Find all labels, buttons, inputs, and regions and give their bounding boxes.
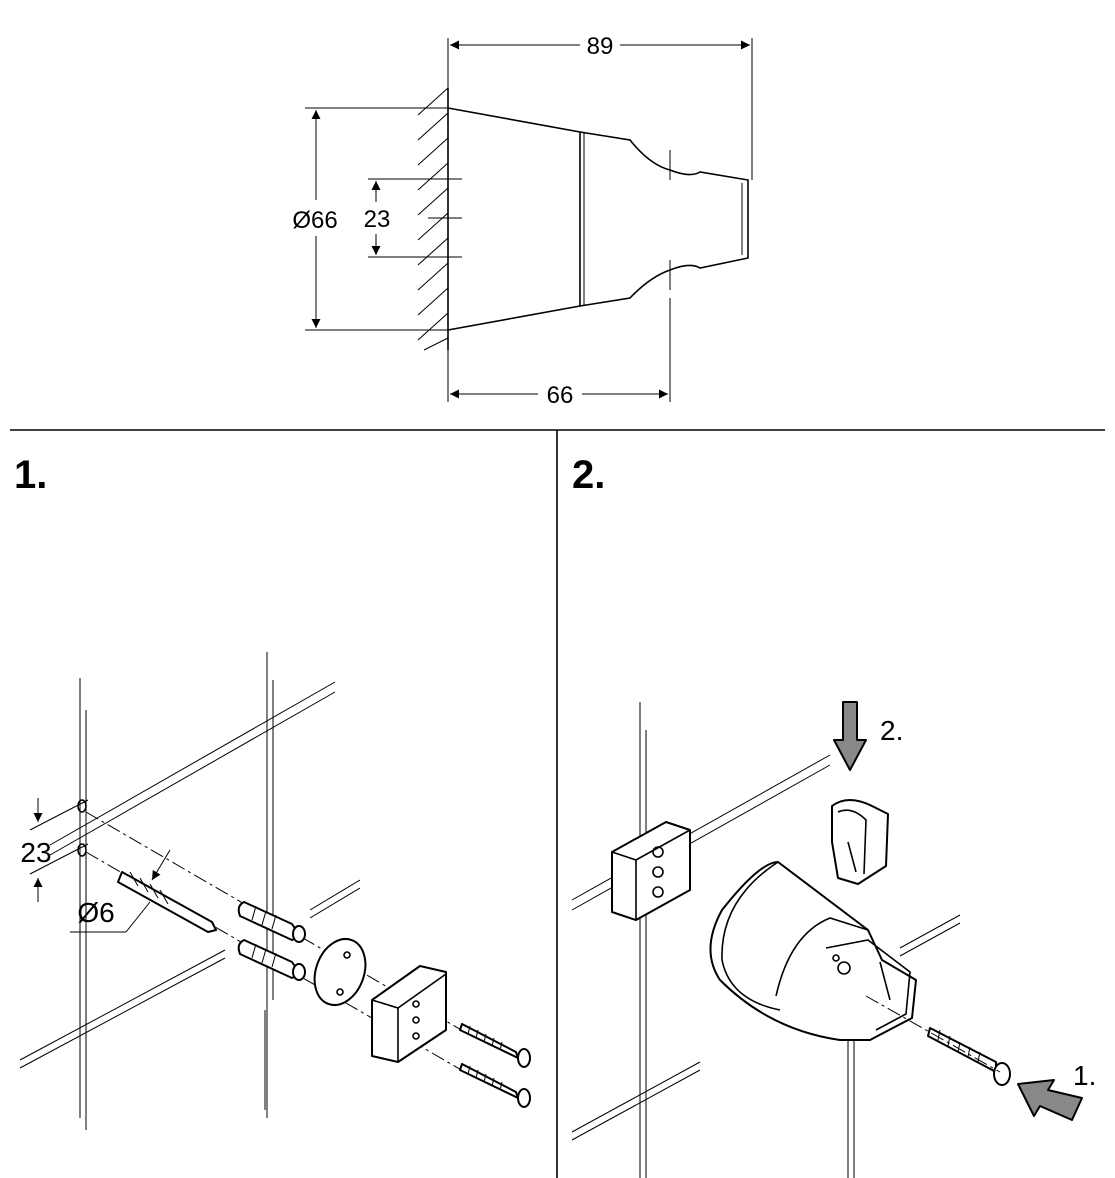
step-1-label: 1. bbox=[14, 453, 47, 497]
dim-total-width: 89 bbox=[587, 33, 614, 60]
step-2-label: 2. bbox=[572, 453, 605, 497]
arrow-side-label: 1. bbox=[1073, 1060, 1096, 1091]
wall-hatching bbox=[417, 87, 449, 351]
mounting-plate bbox=[371, 965, 447, 1063]
dim-hole-spacing: 23 bbox=[364, 206, 391, 233]
fixing-screw bbox=[927, 1027, 1011, 1086]
hole-centerlines bbox=[368, 178, 462, 258]
wall-holder-body bbox=[709, 861, 917, 1041]
handshower-clip bbox=[831, 799, 889, 885]
holder-profile bbox=[447, 107, 749, 331]
tile-grid bbox=[19, 652, 361, 1130]
drill-diameter-label: Ø6 bbox=[77, 897, 114, 928]
panel-frame bbox=[10, 429, 1105, 1178]
wall-plug-bottom bbox=[237, 939, 306, 981]
wall-plug-top bbox=[237, 901, 306, 943]
step-1-panel: 1. 23 bbox=[14, 453, 531, 1130]
arrow-down-label: 2. bbox=[880, 715, 903, 746]
step1-hole-spacing: 23 bbox=[20, 837, 51, 868]
drill-bit bbox=[117, 871, 217, 933]
dim-base-width: 66 bbox=[547, 382, 574, 409]
step-2-panel: 2. bbox=[571, 453, 1096, 1178]
wall-hole-bottom bbox=[77, 843, 87, 857]
mounted-plate bbox=[611, 821, 691, 921]
arrow-side-icon bbox=[1017, 1079, 1083, 1121]
wall-hole-top bbox=[77, 799, 87, 813]
arrow-down-icon bbox=[833, 701, 867, 771]
screw-bottom bbox=[459, 1063, 531, 1108]
screw-top bbox=[459, 1023, 531, 1068]
dimension-drawing: 89 66 Ø66 23 bbox=[292, 33, 753, 409]
round-washer bbox=[313, 938, 367, 1006]
dim-diameter: Ø66 bbox=[292, 207, 337, 234]
